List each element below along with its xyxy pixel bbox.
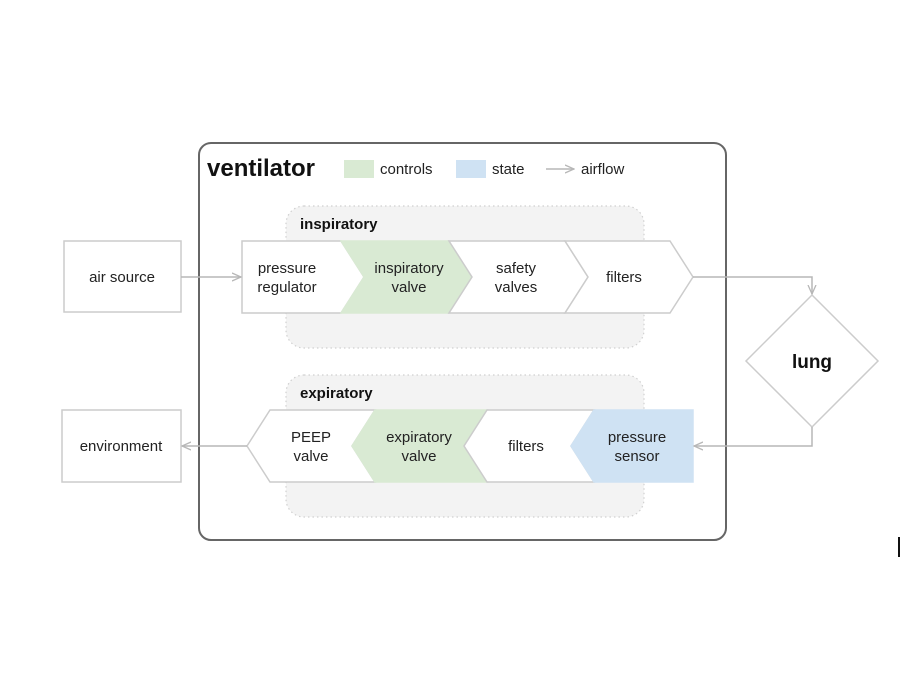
air-source-label: air source <box>89 269 155 286</box>
stage-label-line1: PEEP <box>291 429 331 446</box>
expiratory-title: expiratory <box>300 385 373 402</box>
inspiratory-title: inspiratory <box>300 216 378 233</box>
inspiratory-stage-filters[interactable]: filters <box>563 240 694 314</box>
stage-label-line2: valve <box>391 279 426 296</box>
legend-state-label: state <box>492 161 525 178</box>
stage-label-line2: valve <box>293 448 328 465</box>
stage-label-line1: expiratory <box>386 429 452 446</box>
stage-label-line2: valve <box>401 448 436 465</box>
airflow-arrow-filters-to-lung <box>693 276 812 294</box>
inspiratory-stage-inspiratory-valve[interactable]: inspiratory valve <box>339 240 473 314</box>
airflow-arrow-lung-to-sensor <box>694 427 813 446</box>
stage-label-line1: filters <box>606 269 642 286</box>
stage-label-line1: filters <box>508 438 544 455</box>
text-cursor <box>898 537 900 557</box>
legend-airflow-label: airflow <box>581 161 625 178</box>
legend: controls state airflow <box>344 160 625 178</box>
stage-label-line1: pressure <box>258 260 316 277</box>
expiratory-stage-filters[interactable]: filters <box>463 409 596 483</box>
lung-node[interactable]: lung <box>744 293 880 429</box>
air-source-node[interactable]: air source <box>63 240 182 313</box>
legend-state-swatch <box>456 160 486 178</box>
environment-node[interactable]: environment <box>61 409 182 483</box>
stage-label-line2: regulator <box>257 279 316 296</box>
expiratory-stage-pressure-sensor[interactable]: pressure sensor <box>570 409 694 483</box>
environment-label: environment <box>80 438 163 455</box>
lung-label: lung <box>792 352 832 373</box>
stage-label-line2: valves <box>495 279 538 296</box>
stage-label-line1: safety <box>496 260 537 277</box>
inspiratory-stage-pressure-regulator[interactable]: pressure regulator <box>241 240 365 314</box>
stage-label-line1: pressure <box>608 429 666 446</box>
legend-controls-swatch <box>344 160 374 178</box>
stage-label-line1: inspiratory <box>374 260 444 277</box>
legend-controls-label: controls <box>380 161 433 178</box>
ventilator-title: ventilator <box>207 155 315 182</box>
stage-label-line2: sensor <box>614 448 659 465</box>
